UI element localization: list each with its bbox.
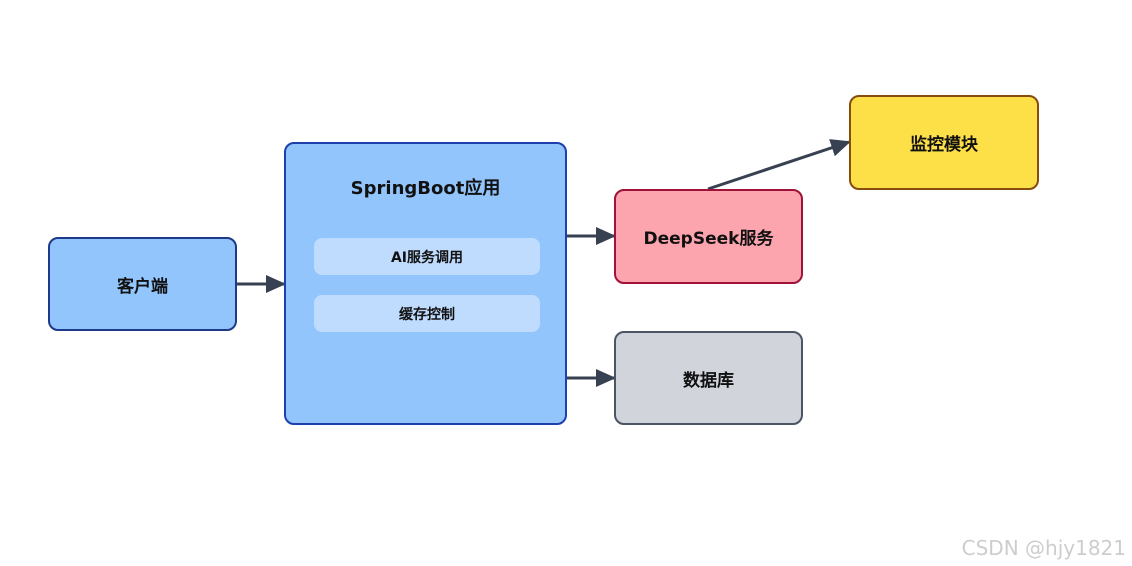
client-label: 客户端 bbox=[117, 276, 168, 297]
deepseek-service-label: DeepSeek服务 bbox=[643, 229, 774, 249]
monitor-module-label: 监控模块 bbox=[910, 135, 978, 155]
database-node: 数据库 bbox=[614, 331, 803, 425]
module-ai-service-call-label: AI服务调用 bbox=[390, 249, 464, 266]
database-label: 数据库 bbox=[683, 370, 734, 391]
watermark: CSDN @hjy1821 bbox=[961, 536, 1126, 560]
deepseek-service-node: DeepSeek服务 bbox=[614, 189, 803, 284]
module-cache-control-label: 缓存控制 bbox=[399, 306, 455, 323]
monitor-module-node: 监控模块 bbox=[849, 95, 1039, 190]
module-cache-control: 缓存控制 bbox=[314, 295, 540, 332]
springboot-app-label: SpringBoot应用 bbox=[350, 178, 501, 199]
edge-deepseek-to-monitor bbox=[707, 139, 851, 191]
springboot-app-node: SpringBoot应用 AI服务调用 缓存控制 bbox=[284, 142, 567, 425]
module-ai-service-call: AI服务调用 bbox=[314, 238, 540, 275]
client-node: 客户端 bbox=[48, 237, 237, 331]
